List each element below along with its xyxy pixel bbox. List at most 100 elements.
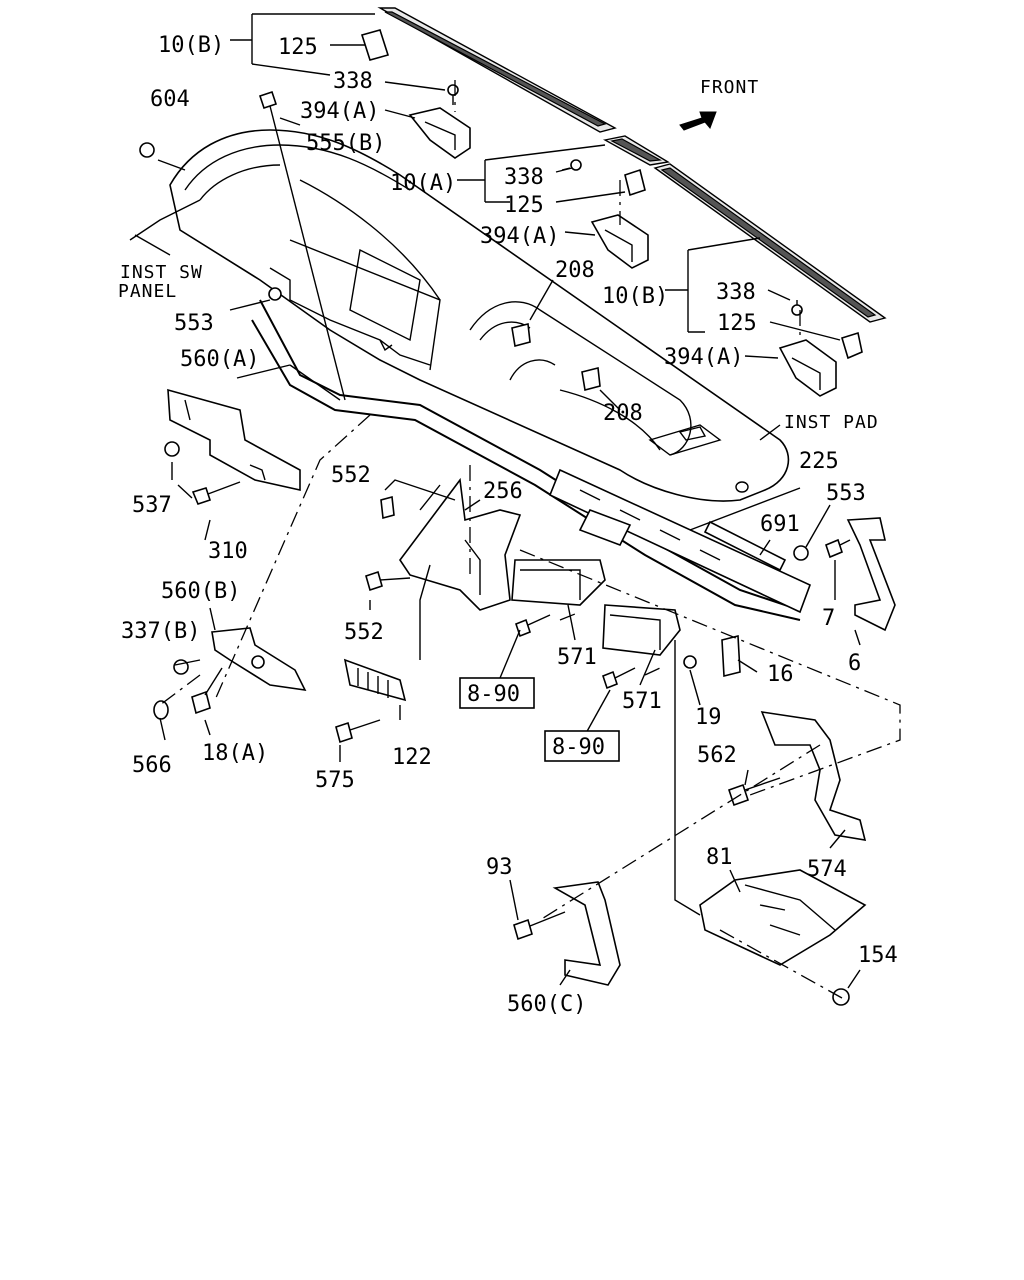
screw-571-b — [602, 667, 636, 690]
label-338-right: 338 — [716, 280, 756, 305]
label-10a: 10(A) — [390, 171, 456, 196]
bolt-552-top — [380, 495, 395, 520]
plate-81 — [699, 869, 867, 966]
label-93: 93 — [486, 855, 513, 880]
label-208-top: 208 — [555, 258, 595, 283]
label-125-middle: 125 — [504, 193, 544, 218]
clip-125-top — [360, 29, 390, 61]
label-560c: 560(C) — [507, 992, 586, 1017]
label-7: 7 — [822, 606, 835, 631]
bolt-555b — [258, 90, 346, 401]
bracket-560a — [167, 388, 301, 491]
label-18a: 18(A) — [202, 741, 268, 766]
leader-lines — [129, 13, 861, 989]
label-555b: 555(B) — [306, 131, 385, 156]
label-691: 691 — [760, 512, 800, 537]
defroster-grille-top — [377, 7, 617, 133]
label-553-right: 553 — [826, 481, 866, 506]
retainer-394a-right — [778, 339, 837, 397]
label-8-90-b: 8-90 — [552, 735, 605, 760]
label-338-middle: 338 — [504, 165, 544, 190]
reference-box-8-90-a — [459, 677, 535, 709]
label-394a-top: 394(A) — [300, 99, 379, 124]
bolt-18a — [191, 667, 223, 715]
label-208-mid: 208 — [603, 401, 643, 426]
grommet-604 — [139, 142, 155, 158]
label-inst-pad: INST PAD — [784, 412, 879, 433]
label-125-top: 125 — [278, 35, 318, 60]
defroster-grille-right — [653, 163, 887, 323]
bracket-560b — [211, 627, 307, 692]
clip-125-right — [841, 331, 863, 360]
label-154: 154 — [858, 943, 898, 968]
front-arrow-icon — [679, 111, 717, 131]
label-10b-right: 10(B) — [602, 284, 668, 309]
switch-122 — [343, 658, 407, 702]
nut-553-left — [268, 287, 282, 301]
bracket-574 — [760, 711, 867, 841]
plug-566 — [153, 700, 169, 720]
label-574: 574 — [807, 857, 847, 882]
bolt-575 — [335, 719, 381, 744]
label-225: 225 — [799, 449, 839, 474]
label-338-top: 338 — [333, 69, 373, 94]
bolt-562 — [727, 777, 781, 807]
bolt-7 — [825, 538, 851, 559]
label-553-left: 553 — [174, 311, 214, 336]
label-310: 310 — [208, 539, 248, 564]
label-125-right: 125 — [717, 311, 757, 336]
duct-571-b — [602, 604, 681, 656]
retainer-394a-top — [408, 107, 471, 159]
clip-125-middle — [624, 168, 646, 197]
label-571-b: 571 — [622, 689, 662, 714]
label-566: 566 — [132, 753, 172, 778]
label-575: 575 — [315, 768, 355, 793]
bracket-16 — [721, 634, 741, 678]
label-394a-middle: 394(A) — [480, 224, 559, 249]
label-337b: 337(B) — [121, 619, 200, 644]
label-8-90-a: 8-90 — [467, 682, 520, 707]
label-inst-sw: INST SW — [120, 262, 203, 283]
label-front: FRONT — [700, 77, 759, 98]
bolt-93 — [513, 911, 566, 941]
label-604: 604 — [150, 87, 190, 112]
cross-beam — [251, 299, 812, 621]
retainer-394a-middle — [590, 214, 649, 269]
reference-box-8-90-b — [544, 730, 620, 762]
label-552-top: 552 — [331, 463, 371, 488]
bolt-310 — [191, 481, 241, 505]
nut-537 — [164, 441, 180, 457]
dash-dot-lines — [159, 80, 901, 999]
clip-208-mid — [581, 367, 601, 391]
label-81: 81 — [706, 845, 733, 870]
label-122: 122 — [392, 745, 432, 770]
label-571-a: 571 — [557, 645, 597, 670]
instrument-pad — [169, 129, 790, 502]
bolt-552-mid — [365, 570, 411, 592]
bracket-256 — [399, 477, 522, 611]
bracket-6 — [846, 517, 896, 632]
label-537: 537 — [132, 493, 172, 518]
label-19: 19 — [695, 705, 722, 730]
label-panel: PANEL — [118, 281, 177, 302]
duct-571-a — [511, 559, 606, 606]
bolt-337b — [173, 659, 189, 675]
label-562: 562 — [697, 743, 737, 768]
label-16: 16 — [767, 662, 794, 687]
screw-571-a — [515, 614, 551, 638]
label-552-mid: 552 — [344, 620, 384, 645]
clip-208-top — [511, 323, 531, 347]
nut-553-right — [793, 545, 809, 561]
label-394a-right: 394(A) — [664, 345, 743, 370]
label-6: 6 — [848, 651, 861, 676]
bracket-560c — [552, 881, 621, 986]
defroster-grille-middle — [602, 135, 670, 166]
label-256: 256 — [483, 479, 523, 504]
label-560b: 560(B) — [161, 579, 240, 604]
label-560a: 560(A) — [180, 347, 259, 372]
label-10b-top: 10(B) — [158, 33, 224, 58]
strip-691 — [703, 520, 787, 572]
screw-19 — [683, 655, 697, 669]
screw-338-top — [447, 84, 459, 105]
